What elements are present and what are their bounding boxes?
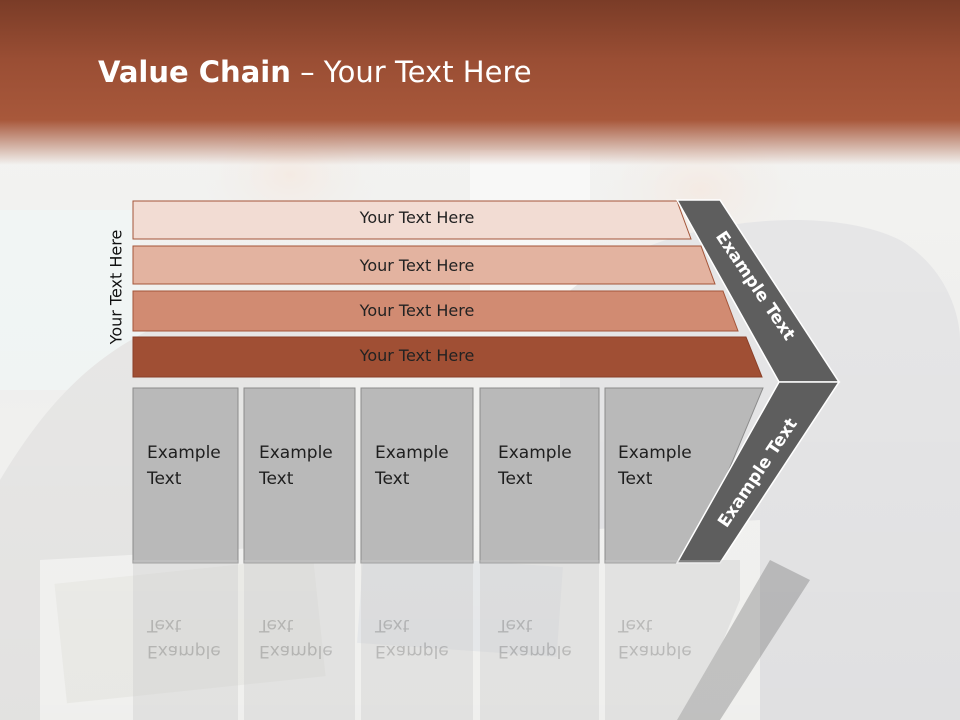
band-3: [132, 290, 739, 332]
cell-3-label: Example Text: [375, 443, 449, 489]
band-4-label: Your Text Here: [359, 346, 475, 365]
band-1-label: Your Text Here: [359, 208, 475, 227]
band-4: [132, 336, 763, 378]
header-band: [0, 0, 960, 165]
cell-1: [132, 387, 239, 564]
cell-2-label: Example Text: [259, 443, 333, 489]
title-bold: Value Chain: [98, 55, 291, 89]
cell-1-label: Example Text: [147, 443, 221, 489]
cell-3: [360, 387, 474, 564]
title-rest: – Your Text Here: [290, 55, 532, 89]
page-title: Value Chain – Your Text Here: [98, 55, 532, 89]
band-2: [132, 245, 716, 285]
band-3-label: Your Text Here: [359, 301, 475, 320]
band-1: [132, 200, 692, 240]
chevron-bottom: [675, 381, 841, 564]
cell-5-label: Example Text: [618, 443, 692, 489]
band-2-label: Your Text Here: [359, 256, 475, 275]
cell-4-label: Example Text: [498, 443, 572, 489]
cell-4: [479, 387, 600, 564]
cell-2: [243, 387, 356, 564]
